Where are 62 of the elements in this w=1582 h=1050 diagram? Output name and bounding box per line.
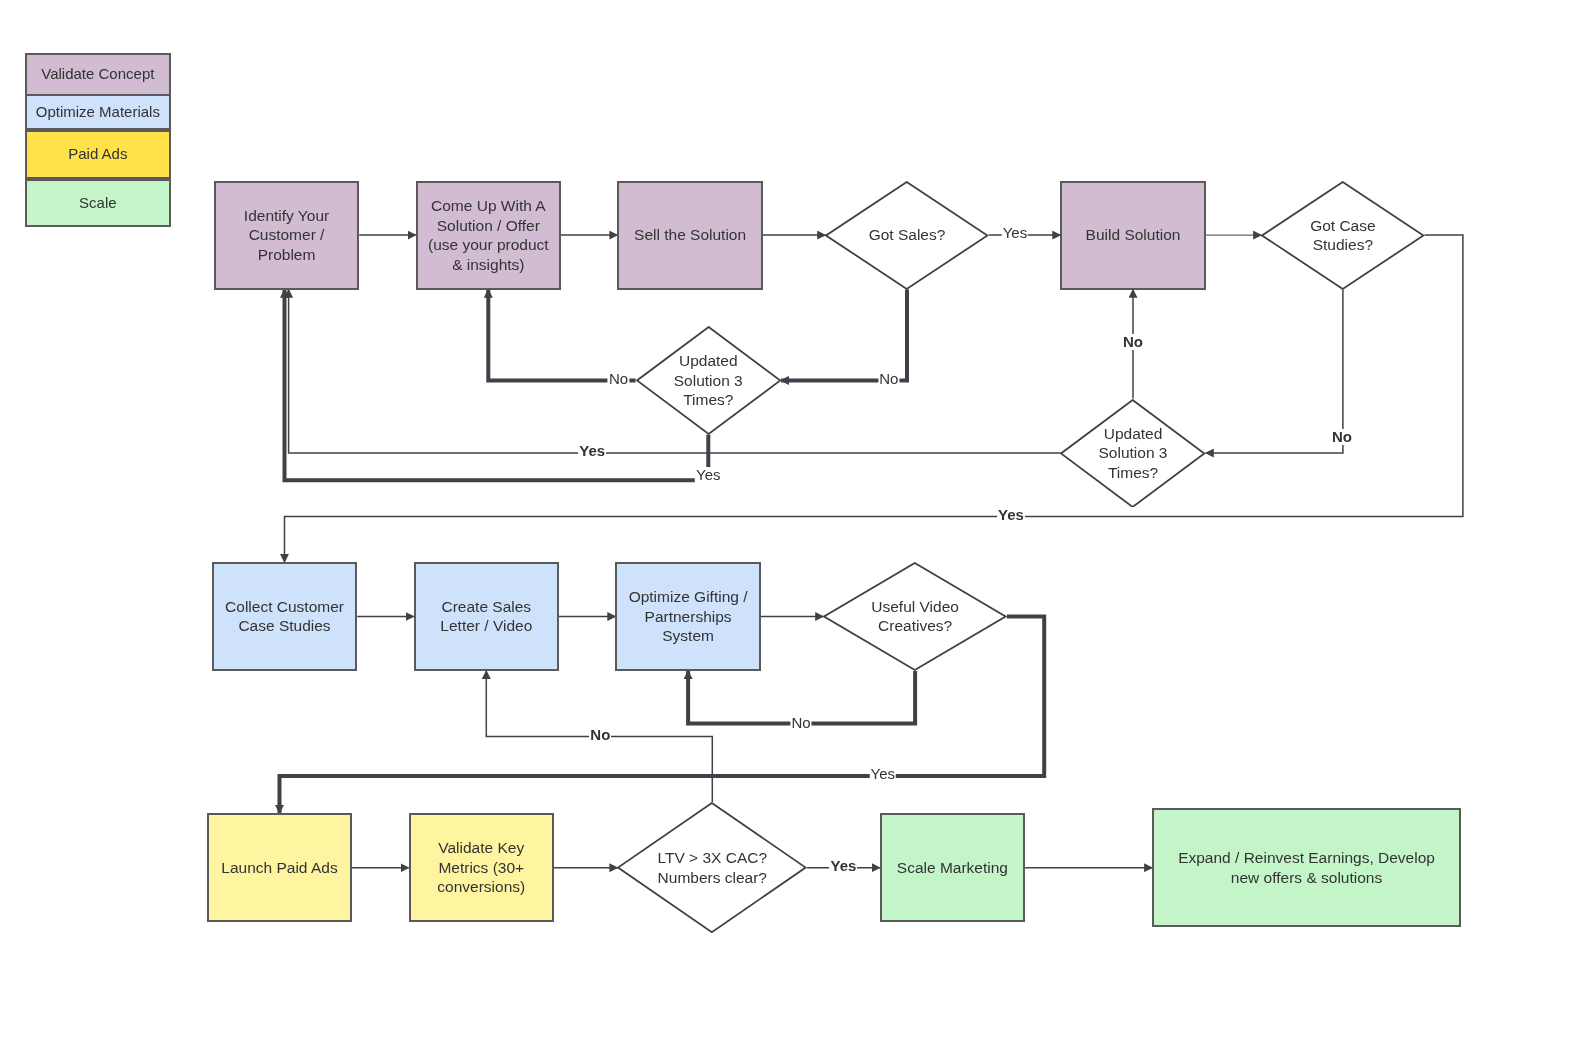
connector-arrow [284, 288, 1062, 454]
process-box [879, 813, 1026, 923]
edge-label: No [1122, 334, 1144, 350]
node-label: Useful Video Creatives? [870, 596, 960, 636]
decision-diamond [635, 325, 781, 435]
decision-diamond [617, 802, 808, 934]
node-label: Collect Customer Case Studies [224, 596, 345, 636]
connector-arrow [762, 230, 827, 240]
node-label: Expand / Reinvest Earnings, Develop new offers & solutions [1177, 848, 1436, 888]
node-label: Got Sales? [867, 225, 947, 245]
node-label: Optimize Gifting / Partnerships System [627, 587, 749, 646]
node-label: Updated Solution 3 Times? [672, 351, 744, 410]
node-label: LTV > 3X CAC? Numbers clear? [656, 848, 769, 888]
process-box [213, 180, 360, 290]
node-label: Create Sales Letter / Video [439, 596, 534, 636]
connector-arrow [1024, 863, 1154, 873]
connector-arrow [481, 670, 714, 803]
decision-diamond [1261, 180, 1425, 290]
connector-arrow [358, 230, 417, 240]
connector-arrow [483, 288, 636, 383]
process-box [206, 813, 353, 923]
process-box [415, 180, 561, 290]
process-box [1060, 180, 1206, 290]
connector-arrow [280, 288, 711, 483]
connector-arrow [1205, 230, 1263, 240]
node-label: Updated Solution 3 Times? [1097, 423, 1169, 483]
legend-label: Optimize Materials [35, 101, 160, 122]
connector-arrow [356, 612, 415, 621]
connector-arrow [280, 234, 1464, 563]
connector-arrow [780, 289, 909, 385]
connector-arrow [1204, 288, 1344, 458]
process-box [413, 561, 559, 671]
node-label: Launch Paid Ads [220, 857, 339, 878]
process-box [408, 813, 554, 923]
connector-arrow [558, 612, 617, 621]
decision-diamond [1060, 398, 1206, 508]
node-label: Come Up With A Solution / Offer (use your product & insights) [427, 196, 550, 275]
connector-arrow [759, 612, 825, 621]
connector-arrow [275, 614, 1047, 815]
connector-arrow [683, 670, 918, 726]
edge-label: Yes [695, 467, 722, 484]
process-box [1152, 808, 1461, 928]
connector-arrow [553, 863, 619, 873]
decision-diamond [823, 561, 1007, 671]
node-label: Got Case Studies? [1309, 215, 1377, 255]
decision-diamond [825, 180, 989, 290]
connector-arrow [351, 863, 410, 873]
node-label: Scale Marketing [895, 857, 1009, 878]
connector-arrow [1128, 288, 1138, 400]
node-label: Build Solution [1084, 225, 1182, 245]
legend-label: Scale [79, 192, 117, 213]
edge-label: Yes [578, 443, 607, 459]
process-box [211, 561, 358, 671]
edge-label: No [1330, 428, 1353, 445]
legend-label: Paid Ads [68, 144, 128, 165]
node-label: Sell the Solution [633, 225, 748, 245]
node-label: Identify Your Customer / Problem [242, 205, 331, 265]
connector-arrow [560, 230, 619, 240]
node-label: Validate Key Metrics (30+ conversions) [436, 838, 527, 897]
process-box [617, 180, 763, 290]
process-box [615, 561, 761, 671]
legend-label: Validate Concept [41, 64, 155, 85]
